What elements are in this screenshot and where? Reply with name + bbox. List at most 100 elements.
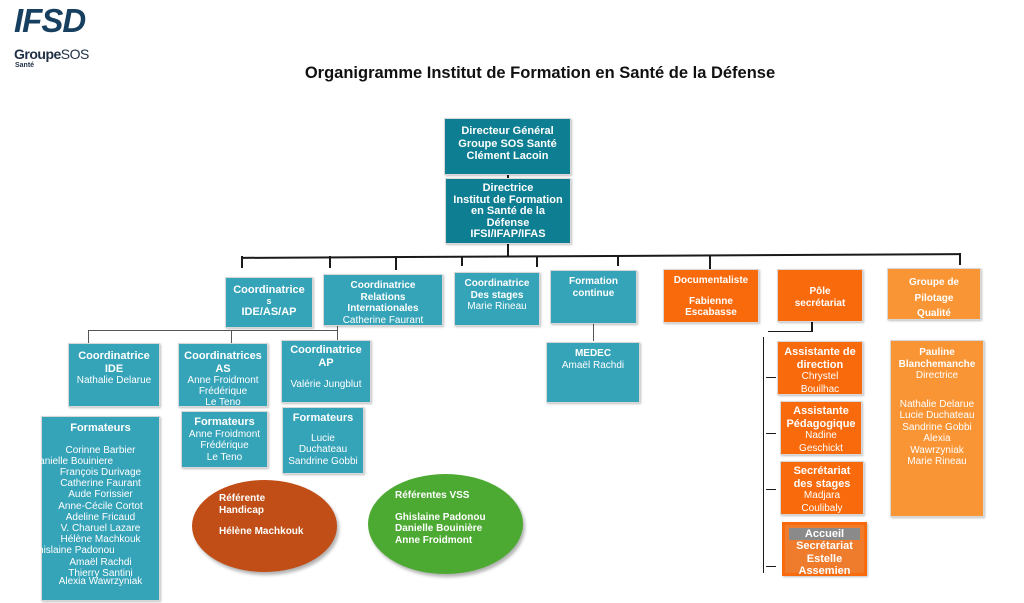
person-name: Frédérique bbox=[198, 386, 248, 397]
connector-line bbox=[766, 377, 776, 378]
documentaliste-box[interactable]: Documentaliste Fabienne Escabasse bbox=[663, 269, 759, 323]
referente-handicap-oval[interactable]: Référente Handicap Hélène Machkouk bbox=[192, 480, 337, 572]
coord-as-box[interactable]: Coordinatrices AS Anne Froidmont Frédéri… bbox=[178, 343, 268, 408]
person-name: Pauline bbox=[919, 347, 955, 358]
formateur-name: Aude Forissier bbox=[68, 489, 133, 501]
person-name: Estelle bbox=[806, 552, 843, 565]
person-name: Nathalie Delarue bbox=[76, 375, 152, 386]
box-title: Coordinatrice bbox=[464, 278, 530, 289]
box-title: Formateurs bbox=[194, 416, 255, 428]
box-title: Coordinatrices bbox=[184, 350, 262, 362]
box-title: Coordinatrice bbox=[350, 280, 416, 291]
assistante-pedagogique-box[interactable]: Assistante Pédagogique Nadine Geschickt bbox=[780, 401, 862, 455]
pole-secretariat-box[interactable]: Pôle secrétariat bbox=[777, 269, 863, 322]
coord-relations-internationales-box[interactable]: Coordinatrice Relations Internationales … bbox=[323, 274, 443, 326]
box-title: Secrétariat bbox=[793, 465, 851, 477]
person-name: Frédérique bbox=[200, 440, 249, 451]
groupe-pilotage-box[interactable]: Groupe de Pilotage Qualité bbox=[887, 268, 981, 320]
accueil-box[interactable]: Accueil Secrétariat Estelle Assemien bbox=[782, 522, 867, 577]
person-name: Anne Froidmont bbox=[188, 428, 261, 440]
assistante-direction-box[interactable]: Assistante de direction Chrystel Bouilha… bbox=[777, 341, 863, 395]
connector-line bbox=[617, 256, 619, 266]
oval-title: Référentes VSS bbox=[395, 490, 470, 501]
person-name: Le Teno bbox=[206, 451, 243, 463]
directrice-box[interactable]: Directrice Institut de Formation en Sant… bbox=[445, 178, 571, 244]
connector-line bbox=[461, 256, 463, 266]
connector-line bbox=[231, 330, 232, 344]
medec-box[interactable]: MEDEC Amaël Rachdi bbox=[546, 342, 640, 403]
box-title: Formation bbox=[569, 276, 618, 287]
person-name: Anne Froidmont bbox=[187, 375, 259, 386]
connector-line bbox=[766, 566, 776, 567]
pilotage-members-box[interactable]: Pauline Blanchemanche Directrice Nathali… bbox=[890, 340, 984, 517]
formateur-name: Amaël Rachdi bbox=[69, 556, 132, 568]
box-title: Coordinatrice bbox=[233, 284, 305, 296]
box-title: Assistante bbox=[793, 405, 849, 417]
box-title: Internationales bbox=[347, 303, 419, 314]
main-horizontal-connector bbox=[240, 253, 962, 259]
person-name: Valérie Jungblut bbox=[290, 379, 362, 390]
person-name: Bouilhac bbox=[800, 383, 840, 395]
box-title: AP bbox=[318, 356, 334, 369]
coord-ide-box[interactable]: Coordinatrice IDE Nathalie Delarue bbox=[68, 343, 160, 407]
pilotage-member-name: Wawrzyniak bbox=[910, 444, 964, 456]
pilotage-member-name: Marie Rineau bbox=[907, 456, 967, 467]
person-name: Chrystel bbox=[801, 371, 839, 382]
groupe-sos-logo: GroupeSOS bbox=[14, 46, 89, 62]
person-name: Madjara bbox=[803, 490, 841, 501]
directrice-line: Directrice bbox=[482, 182, 534, 194]
secretariat-stages-box[interactable]: Secrétariat des stages Madjara Coulibaly bbox=[780, 461, 864, 515]
sante-label: Santé bbox=[15, 62, 35, 69]
formateur-name: Adeline Fricaud bbox=[65, 511, 136, 523]
directrice-line: Défense bbox=[486, 216, 530, 229]
box-title: Coordinatrice bbox=[290, 344, 362, 356]
person-name: Sandrine Gobbi bbox=[288, 455, 358, 467]
formateur-name: Danielle Bouiniere bbox=[31, 455, 114, 467]
connector-line bbox=[811, 322, 813, 332]
formateur-name: Alexia Wawrzyniak bbox=[58, 575, 143, 587]
directeur-general-box[interactable]: Directeur Général Groupe SOS Santé Cléme… bbox=[444, 118, 571, 175]
box-title: secrétariat bbox=[794, 297, 846, 309]
connector-line bbox=[507, 175, 509, 180]
box-title: Pilotage bbox=[914, 292, 954, 304]
person-name: Duchateau bbox=[298, 444, 348, 455]
person-name: Nadine bbox=[805, 430, 837, 441]
pilotage-member-name: Nathalie Delarue bbox=[899, 398, 975, 410]
person-name: Assemien bbox=[798, 565, 851, 577]
box-title: AS bbox=[215, 362, 231, 375]
coord-ide-as-ap-box[interactable]: Coordinatrice s IDE/AS/AP bbox=[225, 277, 313, 328]
referentes-vss-oval[interactable]: Référentes VSS Ghislaine Padonou Daniell… bbox=[368, 474, 523, 574]
formateurs-as-box[interactable]: Formateurs Anne Froidmont Frédérique Le … bbox=[181, 411, 268, 468]
connector-line bbox=[593, 324, 594, 341]
person-name: Geschickt bbox=[799, 442, 843, 454]
accueil-header: Accueil bbox=[789, 528, 860, 540]
person-role: Directrice bbox=[915, 370, 959, 381]
box-title: Assistante de bbox=[784, 346, 856, 358]
pilotage-member-name: Sandrine Gobbi bbox=[902, 421, 972, 433]
pilotage-member-name: Lucie Duchateau bbox=[899, 410, 975, 421]
box-title: Formateurs bbox=[70, 422, 131, 434]
formateurs-ap-box[interactable]: Formateurs Lucie Duchateau Sandrine Gobb… bbox=[282, 407, 364, 474]
person-name: Amaël Rachdi bbox=[561, 359, 625, 371]
coord-stages-box[interactable]: Coordinatrice Des stages Marie Rineau bbox=[454, 272, 540, 326]
connector-line bbox=[88, 330, 89, 346]
connector-line bbox=[507, 244, 509, 257]
sos-label: SOS bbox=[60, 46, 90, 62]
formation-continue-box[interactable]: Formation continue bbox=[550, 270, 637, 324]
box-title: s bbox=[266, 295, 272, 306]
box-title: Formateurs bbox=[292, 412, 354, 424]
person-name: Danielle Bouinière bbox=[395, 523, 483, 534]
box-title: Qualité bbox=[917, 308, 951, 319]
page-title: Organigramme Institut de Formation en Sa… bbox=[304, 64, 776, 82]
box-title: Pédagogique bbox=[786, 417, 856, 430]
directeur-line: Directeur Général bbox=[461, 125, 554, 137]
connector-line bbox=[337, 322, 338, 340]
connector-line bbox=[329, 256, 331, 268]
coord-ap-box[interactable]: Coordinatrice AP Valérie Jungblut bbox=[281, 340, 371, 403]
box-title: Secrétariat bbox=[796, 540, 853, 552]
formateur-name: Ghislaine Padonou bbox=[30, 545, 115, 557]
connector-line bbox=[768, 331, 813, 332]
